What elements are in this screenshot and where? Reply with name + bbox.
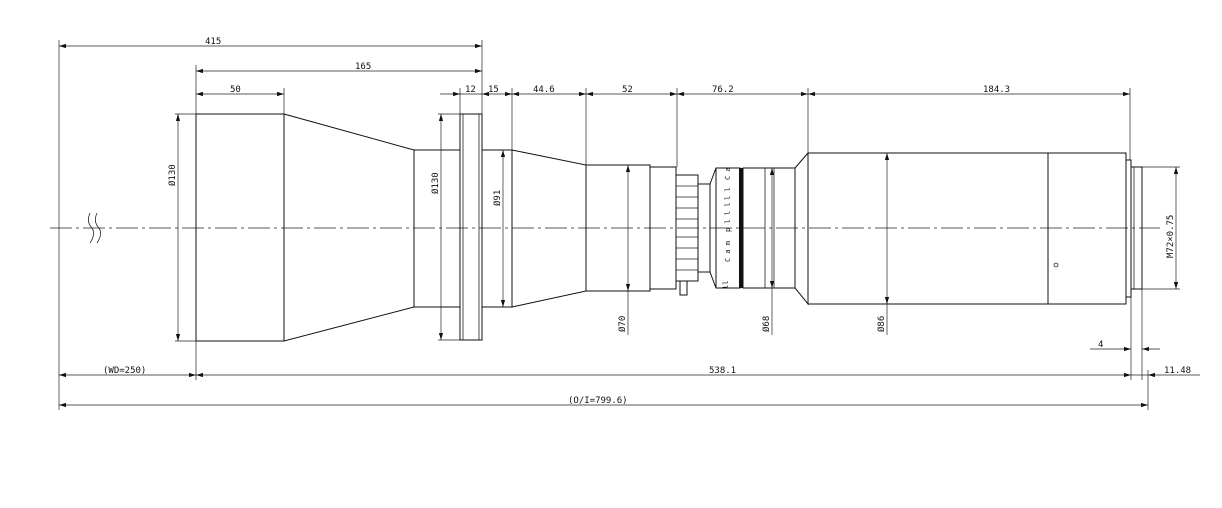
ring-text-c: l l [724, 187, 732, 200]
dim-label-wd: (WD=250) [103, 366, 146, 376]
dia-label-130-front: Ø130 [167, 164, 178, 186]
dimension-bottom-row: (WD=250) 538.1 11.48 4 [59, 340, 1200, 378]
shoulder [794, 151, 809, 306]
dim-label-4: 4 [1098, 340, 1103, 350]
diameter-91: Ø91 [492, 150, 506, 307]
dim-label-15: 15 [488, 85, 499, 95]
dim-label-12: 12 [465, 85, 476, 95]
dim-label-50: 50 [230, 85, 241, 95]
diameter-68: Ø68 [761, 168, 775, 335]
rear-tube-end [1047, 152, 1127, 305]
step-section [481, 149, 513, 308]
dia-label-130-flange: Ø130 [430, 172, 441, 194]
dim-label-165: 165 [355, 62, 371, 72]
dim-label-44-6: 44.6 [533, 85, 555, 95]
extension-lines [58, 40, 1180, 410]
thread-dimension: M72×0.75 [1166, 167, 1179, 289]
set-screw [1053, 262, 1059, 268]
diameter-130-front: Ø130 [167, 113, 196, 342]
dimension-row-top: 50 12 15 44.6 52 76.2 184.3 [196, 85, 1130, 97]
ring-text-d: C a [724, 167, 732, 180]
dia-label-91: Ø91 [492, 190, 503, 206]
front-cone [283, 113, 415, 342]
dim-label-76-2: 76.2 [712, 85, 734, 95]
rear-tube [807, 152, 1049, 305]
ring-text-b: p l l l [724, 202, 732, 232]
dia-label-70: Ø70 [617, 316, 628, 332]
dim-label-184-3: 184.3 [983, 85, 1010, 95]
ring-text-left: ll [722, 281, 730, 289]
lock-screw [679, 280, 688, 296]
front-barrel [195, 113, 285, 342]
dim-label-415: 415 [205, 37, 221, 47]
rear-cone [511, 149, 587, 308]
diameter-130-flange: Ø130 [430, 113, 460, 341]
dimension-415: 415 [59, 37, 482, 49]
diameter-70: Ø70 [617, 165, 631, 335]
dim-label-oi: (O/I=799.6) [568, 396, 628, 406]
mount-step [1125, 159, 1132, 298]
diameter-86: Ø86 [876, 153, 890, 335]
ring-lettering: ll C a m p l l l l l C a [722, 167, 732, 289]
dim-label-538-1: 538.1 [709, 366, 736, 376]
thread-label: M72×0.75 [1166, 215, 1176, 258]
dim-label-52: 52 [622, 85, 633, 95]
dia-label-86: Ø86 [876, 316, 887, 332]
ring-text-a: C a m [724, 241, 732, 262]
mount-thread [1130, 166, 1143, 290]
ring-stripe [739, 168, 743, 288]
break-symbol [88, 212, 101, 244]
dimension-165: 165 [196, 62, 482, 74]
dia-label-68: Ø68 [761, 316, 772, 332]
dimension-oi: (O/I=799.6) [59, 396, 1148, 408]
knurl-lines [676, 185, 698, 271]
dim-label-11-48: 11.48 [1164, 366, 1191, 376]
lens-body [195, 113, 1143, 342]
